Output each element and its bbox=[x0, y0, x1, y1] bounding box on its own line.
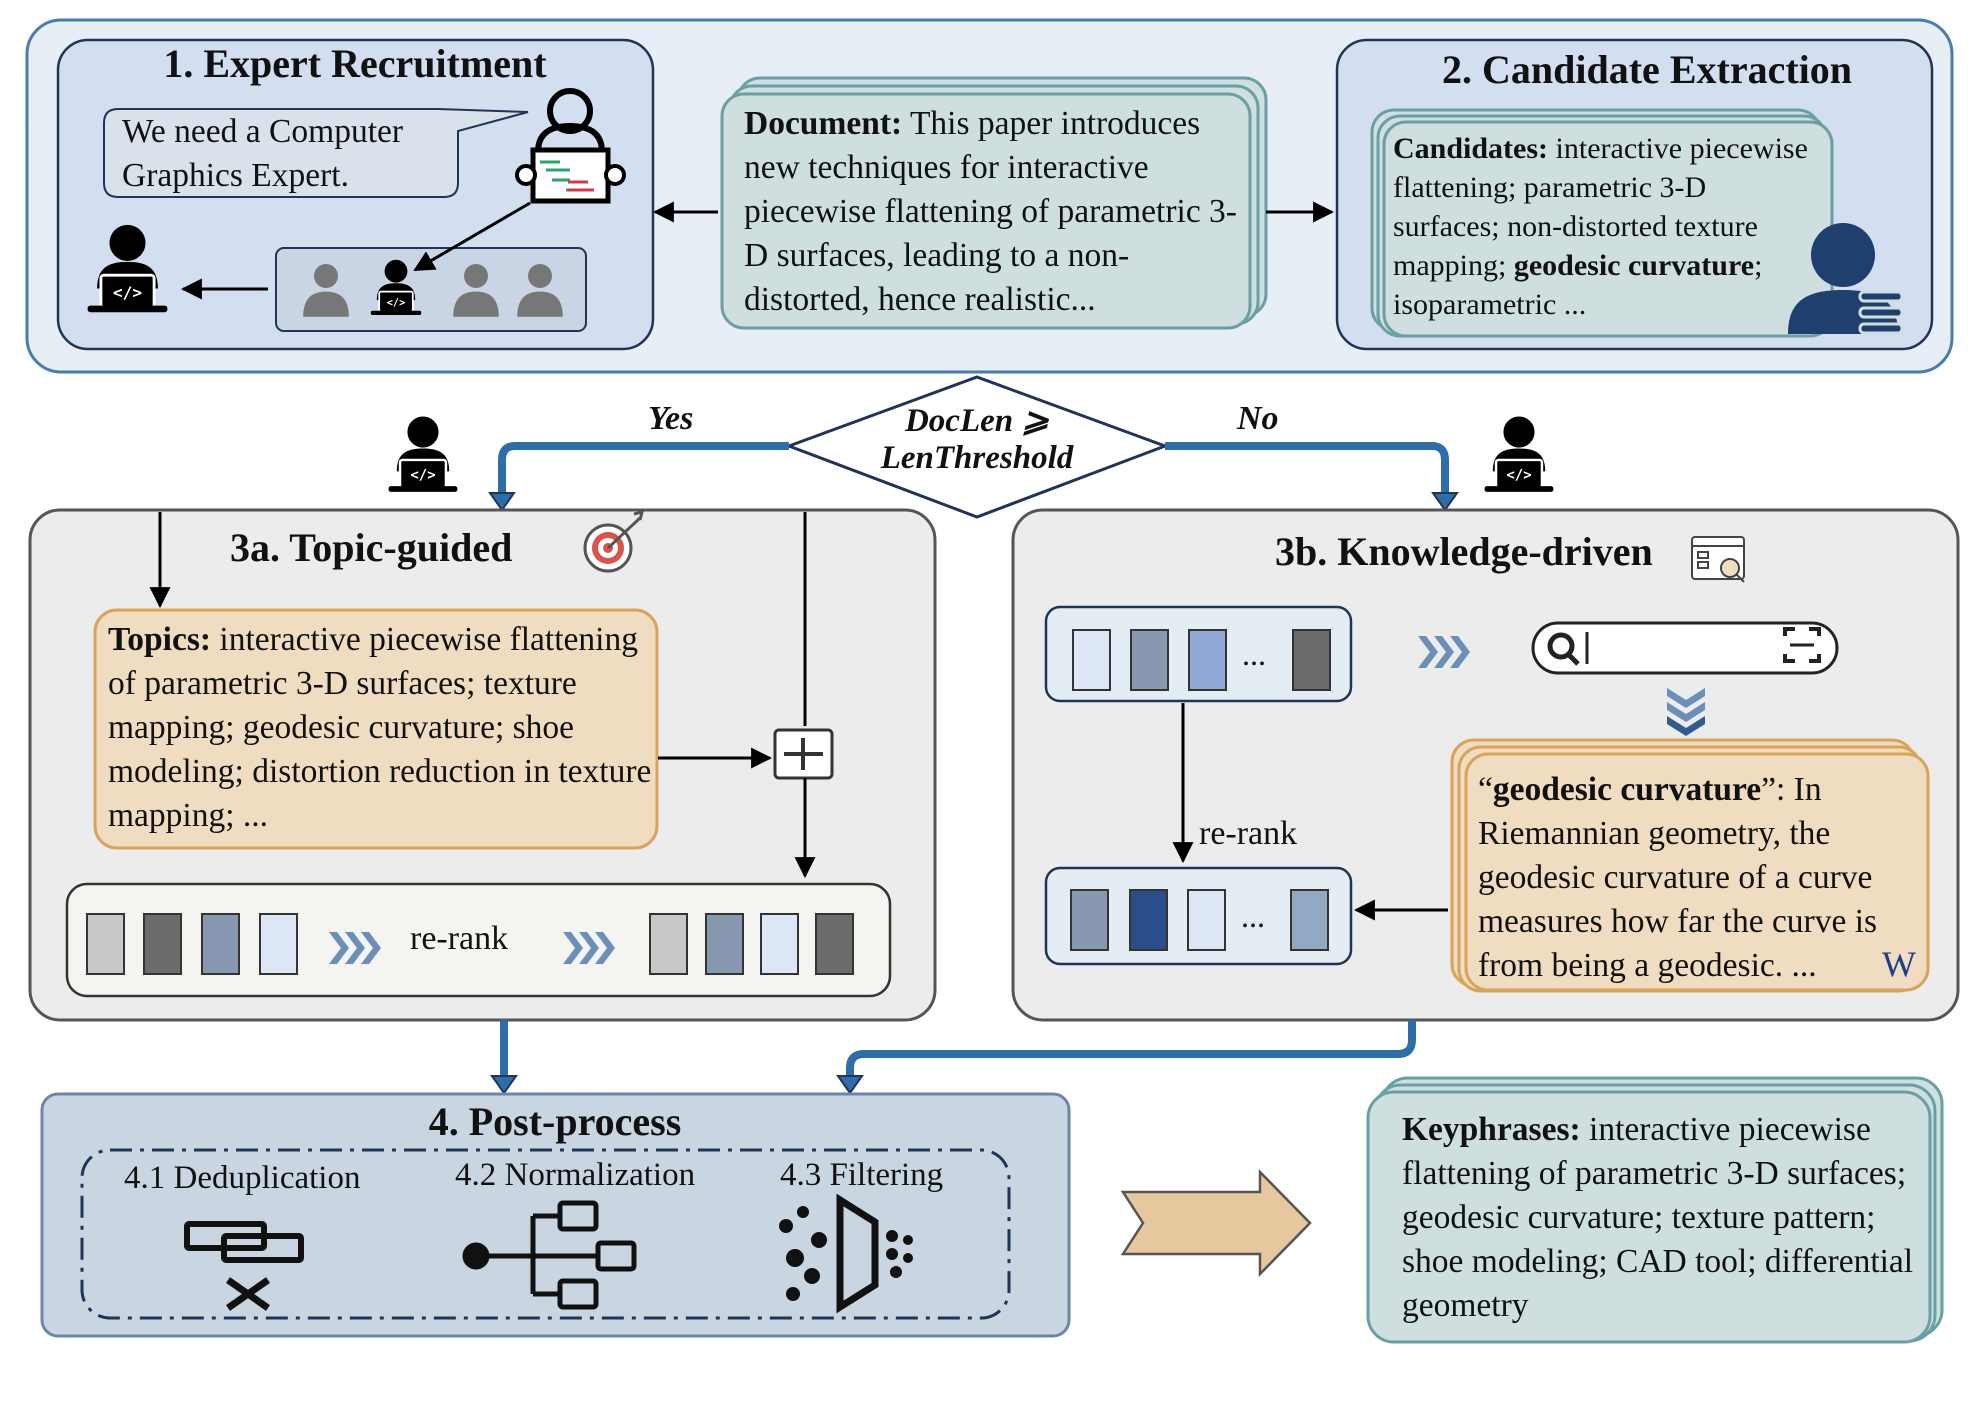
add-combine-icon bbox=[773, 728, 834, 780]
definition-term: geodesic curvature bbox=[1492, 771, 1762, 808]
browser-search-icon bbox=[1691, 536, 1745, 583]
vector-ellipsis-top: ... bbox=[1242, 636, 1266, 672]
topics-label: Topics: bbox=[108, 621, 212, 658]
speaker-person-icon bbox=[515, 88, 626, 204]
quote-open: “ bbox=[1478, 771, 1493, 808]
vectors-top bbox=[1072, 629, 1331, 691]
candidates-list: interactive piecewise flattening; parame… bbox=[1393, 132, 1808, 282]
document-body: This paper introduces new techniques for… bbox=[744, 105, 1237, 318]
topic-guided-title: 3a. Topic-guided bbox=[230, 525, 513, 570]
vector-ellipsis-bottom: ... bbox=[1241, 898, 1265, 934]
no-label: No bbox=[1237, 400, 1279, 437]
step-filtering: 4.3 Filtering bbox=[780, 1157, 944, 1193]
keyphrases-text: Keyphrases: interactive piecewise flatte… bbox=[1402, 1108, 1927, 1328]
expert-laptop-icon bbox=[1483, 415, 1555, 494]
definition-card bbox=[1464, 752, 1930, 992]
definition-body: : In Riemannian geometry, the geodesic c… bbox=[1478, 771, 1878, 984]
step-normalization: 4.2 Normalization bbox=[455, 1157, 696, 1193]
speech-bubble bbox=[103, 108, 529, 198]
speech-bubble-text: We need a Computer Graphics Expert. bbox=[122, 113, 404, 194]
chevron-down-icon bbox=[1667, 688, 1705, 736]
definition-text: “geodesic curvature”: In Riemannian geom… bbox=[1478, 768, 1923, 988]
keyphrases-card bbox=[1366, 1090, 1932, 1344]
expert-recruitment-title: 1. Expert Recruitment bbox=[163, 41, 547, 86]
candidates-highlight: geodesic curvature bbox=[1513, 249, 1755, 282]
normalization-icon bbox=[462, 1200, 637, 1310]
post-process-title: 4. Post-process bbox=[428, 1099, 682, 1144]
no-arrow bbox=[1165, 442, 1449, 498]
topics-list: interactive piecewise flattening of para… bbox=[108, 621, 652, 834]
step-deduplication: 4.1 Deduplication bbox=[124, 1160, 361, 1196]
expert-pool bbox=[275, 247, 587, 332]
decision-diamond bbox=[784, 375, 1170, 519]
candidate-extraction-title: 2. Candidate Extraction bbox=[1442, 47, 1852, 92]
big-arrow-icon bbox=[1120, 1168, 1312, 1278]
quote-close: ” bbox=[1761, 771, 1776, 808]
target-icon bbox=[583, 509, 645, 573]
candidate-vectors-after bbox=[649, 913, 854, 975]
expert-laptop-icon bbox=[387, 415, 459, 494]
candidate-vectors-before bbox=[86, 913, 298, 975]
post-process-steps-box bbox=[80, 1148, 1011, 1320]
topics-card bbox=[93, 608, 659, 850]
deduplication-icon bbox=[184, 1221, 304, 1311]
topics-text: Topics: interactive piecewise flattening… bbox=[108, 618, 653, 838]
yes-arrow bbox=[498, 442, 789, 498]
decision-line1: DocLen ⩾ bbox=[904, 403, 1050, 439]
rerank-label-3b: re-rank bbox=[1199, 815, 1298, 852]
candidates-label: Candidates: bbox=[1393, 132, 1549, 165]
rerank-label-3a: re-rank bbox=[410, 920, 509, 957]
document-text: Document: This paper introduces new tech… bbox=[744, 102, 1244, 322]
wikipedia-icon: W bbox=[1882, 944, 1916, 984]
keyphrases-list: interactive piecewise flattening of para… bbox=[1402, 1111, 1914, 1324]
flow-arrow-3b bbox=[846, 1020, 1416, 1082]
decision-line2: LenThreshold bbox=[880, 440, 1074, 476]
document-card bbox=[720, 92, 1252, 330]
candidate-person-icon bbox=[1788, 223, 1904, 335]
knowledge-driven-title: 3b. Knowledge-driven bbox=[1275, 529, 1653, 574]
search-bar-icon bbox=[1531, 621, 1839, 675]
candidates-text: Candidates: interactive piecewise flatte… bbox=[1393, 129, 1818, 324]
filtering-icon bbox=[779, 1193, 913, 1314]
vectors-bottom bbox=[1070, 889, 1329, 951]
yes-label: Yes bbox=[648, 400, 694, 437]
keyphrases-label: Keyphrases: bbox=[1402, 1111, 1581, 1148]
candidates-list-end: ; isoparametric ... bbox=[1393, 249, 1763, 321]
document-label: Document: bbox=[744, 105, 903, 142]
